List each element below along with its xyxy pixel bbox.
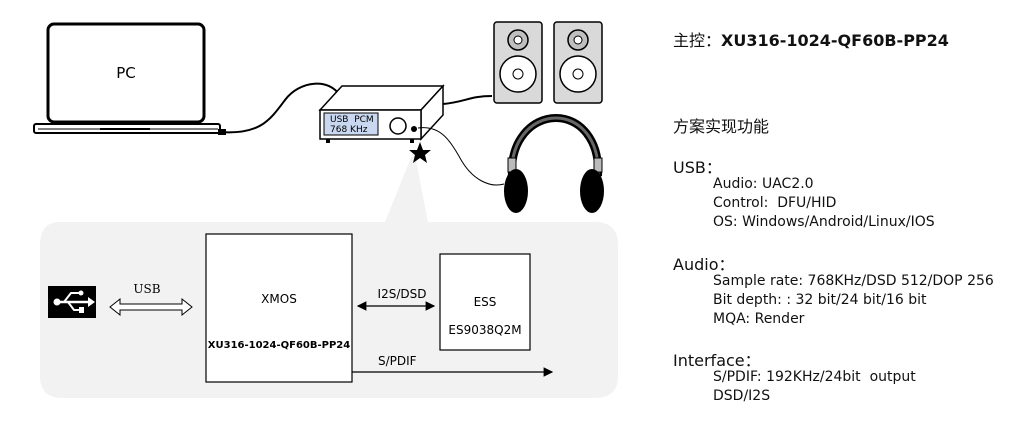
interface-section-title: Interface：: [673, 351, 761, 370]
audio-section-title: Audio：: [673, 255, 735, 274]
headphones-icon: [504, 113, 604, 213]
headphone-cable: [417, 127, 505, 186]
usb-item: Control: DFU/HID: [713, 195, 837, 211]
usb-icon: [48, 286, 96, 318]
usb-arrow-label: USB: [133, 282, 160, 296]
controller-line: 主控：XU316-1024-QF60B-PP24: [673, 27, 949, 51]
audio-item: Bit depth: : 32 bit/24 bit/16 bit: [713, 292, 927, 308]
dac-display-line2: 768 KHz: [330, 125, 368, 135]
xmos-part-label: XU316-1024-QF60B-PP24: [208, 340, 350, 351]
usb-section-title: USB：: [673, 158, 722, 177]
speaker-icon: [493, 21, 603, 104]
controller-part: XU316-1024-QF60B-PP24: [721, 31, 949, 50]
ess-box: [439, 253, 531, 351]
controller-prefix: 主控：: [673, 31, 722, 50]
usb-arrow: [109, 297, 193, 317]
audio-item: MQA: Render: [713, 311, 805, 327]
xmos-label: XMOS: [261, 292, 297, 306]
system-diagram: PC USB PCM 768 KHz: [33, 21, 618, 398]
audio-item: Sample rate: 768KHz/DSD 512/DOP 256: [713, 273, 994, 289]
i2s-label: I2S/DSD: [378, 287, 427, 301]
speaker-cable: [442, 95, 493, 105]
dac-device: [318, 84, 445, 143]
ess-part-label: ES9038Q2M: [448, 323, 521, 337]
pc-label: PC: [116, 64, 136, 82]
features-title: 方案实现功能: [673, 117, 770, 136]
interface-item: DSD/I2S: [713, 388, 771, 404]
laptop-icon: [33, 22, 221, 134]
usb-item: Audio: UAC2.0: [713, 176, 814, 192]
spdif-label: S/PDIF: [378, 354, 417, 368]
ess-label: ESS: [474, 295, 497, 309]
dac-display-line1: USB PCM: [330, 115, 374, 125]
usb-cable: [219, 82, 341, 134]
usb-item: OS: Windows/Android/Linux/IOS: [713, 214, 935, 230]
xmos-box: [205, 233, 353, 383]
star-icon: [409, 142, 431, 163]
interface-item: S/PDIF: 192KHz/24bit output: [713, 369, 916, 385]
